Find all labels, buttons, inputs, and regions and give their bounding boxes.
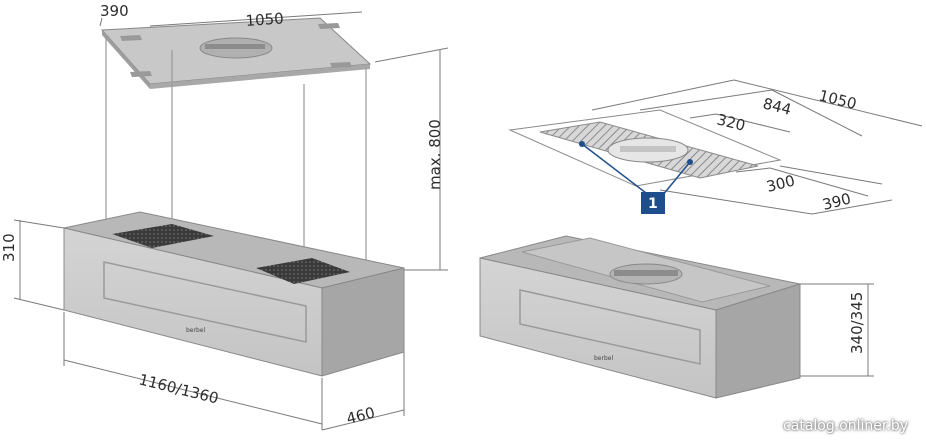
brand-logo-right: berbel bbox=[594, 355, 613, 362]
dim-outer-depth: 390 bbox=[821, 189, 853, 213]
ceiling-plate bbox=[100, 17, 372, 89]
dim-body-depth: 460 bbox=[345, 403, 377, 427]
dim-top-depth: 390 bbox=[100, 2, 129, 20]
hood-body-left: berbel bbox=[63, 211, 405, 377]
dim-right-body-height: 340/345 bbox=[848, 292, 866, 354]
dim-cutout-width: 320 bbox=[715, 110, 747, 134]
grille-left bbox=[112, 224, 214, 248]
watermark: catalog.onliner.by bbox=[783, 418, 908, 434]
right-view: 1050 844 320 300 390 1 berbel bbox=[479, 79, 923, 399]
suspension-wires bbox=[105, 36, 367, 268]
right-body-height-dim bbox=[800, 283, 874, 377]
ceiling-cutout-plan bbox=[508, 79, 923, 215]
dim-max-height: max. 800 bbox=[426, 119, 444, 190]
brand-logo-left: berbel bbox=[186, 327, 205, 334]
left-view: berbel 390 1050 max. 800 310 bbox=[0, 2, 449, 431]
callout-1: 1 bbox=[579, 141, 693, 214]
hood-body-right: berbel bbox=[479, 235, 801, 399]
dim-body-height: 310 bbox=[0, 233, 18, 262]
left-dimension-lines bbox=[13, 11, 449, 431]
dim-top-width: 1050 bbox=[245, 9, 284, 30]
dim-body-length: 1160/1360 bbox=[137, 370, 220, 407]
dim-outer-width: 1050 bbox=[817, 86, 858, 113]
callout-number: 1 bbox=[648, 196, 658, 212]
grille-right bbox=[256, 258, 350, 284]
dim-cutout-depth: 300 bbox=[765, 171, 797, 195]
